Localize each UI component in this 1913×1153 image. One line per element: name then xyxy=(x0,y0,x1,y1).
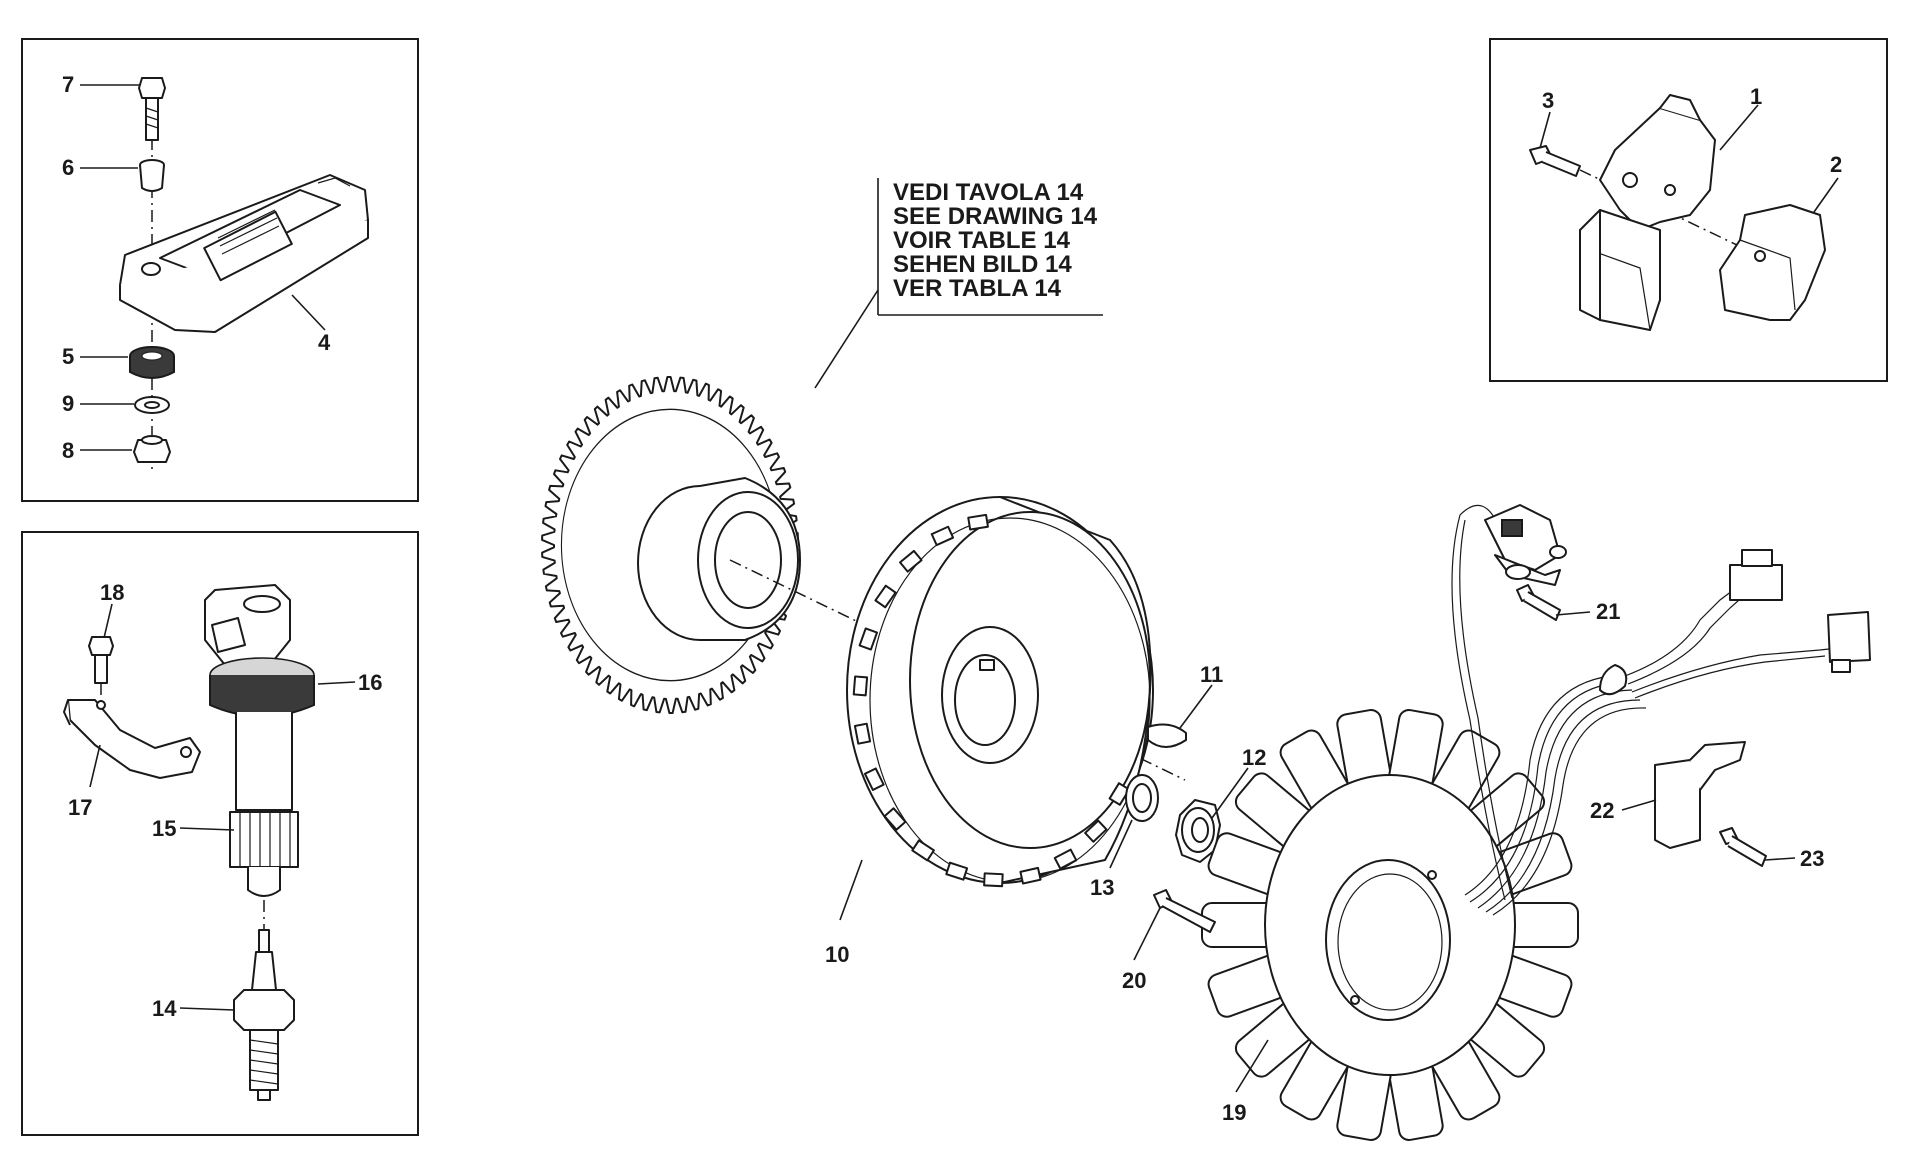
callout-19: 19 xyxy=(1222,1100,1246,1125)
rotor-slot xyxy=(858,627,878,651)
callout-21: 21 xyxy=(1596,599,1620,624)
callout-2: 2 xyxy=(1830,152,1842,177)
wiring-harness xyxy=(1451,504,1871,916)
callout-6: 6 xyxy=(62,155,74,180)
note-line-3: VOIR TABLE 14 xyxy=(893,227,1071,254)
note-line-2: SEE DRAWING 14 xyxy=(893,203,1098,230)
callout-4: 4 xyxy=(318,330,331,355)
callout-14: 14 xyxy=(152,996,177,1021)
ignition-assembly xyxy=(63,584,315,1101)
callout-10: 10 xyxy=(825,942,849,967)
callout-16: 16 xyxy=(358,670,382,695)
note-line-1: VEDI TAVOLA 14 xyxy=(893,179,1084,206)
rotor-slot xyxy=(852,675,869,697)
inset-box-ignition xyxy=(21,531,419,1136)
rotor-slot xyxy=(967,513,989,531)
callout-3: 3 xyxy=(1542,88,1554,113)
sensor-assembly xyxy=(1529,94,1826,331)
callout-9: 9 xyxy=(62,391,74,416)
rotor-slot xyxy=(874,584,897,609)
rotor-slot xyxy=(983,872,1004,888)
reference-note: VEDI TAVOLA 14 SEE DRAWING 14 VOIR TABLE… xyxy=(814,178,1103,389)
rotor-slot xyxy=(911,839,935,862)
stator xyxy=(1153,709,1579,1141)
key-washer-nut xyxy=(1125,723,1221,863)
regulator-assembly xyxy=(119,77,369,470)
callout-17: 17 xyxy=(68,795,92,820)
callout-18: 18 xyxy=(100,580,124,605)
rotor-slot xyxy=(853,722,872,745)
rotor-slot xyxy=(1019,866,1042,885)
callout-7: 7 xyxy=(62,72,74,97)
callout-12: 12 xyxy=(1242,745,1266,770)
rotor-slot xyxy=(930,525,955,547)
callout-15: 15 xyxy=(152,816,176,841)
rotor-slot xyxy=(863,767,885,791)
rotor-slot xyxy=(1108,782,1131,806)
callout-23: 23 xyxy=(1800,846,1824,871)
callout-1: 1 xyxy=(1750,84,1762,109)
callout-8: 8 xyxy=(62,438,74,463)
callout-13: 13 xyxy=(1090,875,1114,900)
rotor-slot xyxy=(883,807,907,831)
rotor-slot xyxy=(1084,819,1108,843)
inset-box-sensor xyxy=(1489,38,1888,382)
flywheel-rotor xyxy=(846,496,1154,888)
note-line-5: VER TABLA 14 xyxy=(893,275,1062,302)
callout-22: 22 xyxy=(1590,798,1614,823)
note-line-4: SEHEN BILD 14 xyxy=(893,251,1072,278)
callout-5: 5 xyxy=(62,344,74,369)
starter-gear xyxy=(541,376,1186,781)
callout-20: 20 xyxy=(1122,968,1146,993)
leader-lines xyxy=(80,84,1839,1093)
callout-11: 11 xyxy=(1200,662,1223,687)
rotor-slot xyxy=(899,549,923,573)
rotor-slot xyxy=(945,861,969,881)
callout-labels: 7 6 4 5 9 8 18 16 17 15 14 1 2 3 10 11 1… xyxy=(62,72,1842,1125)
inset-box-regulator xyxy=(21,38,419,502)
rotor-slot xyxy=(1053,848,1078,870)
